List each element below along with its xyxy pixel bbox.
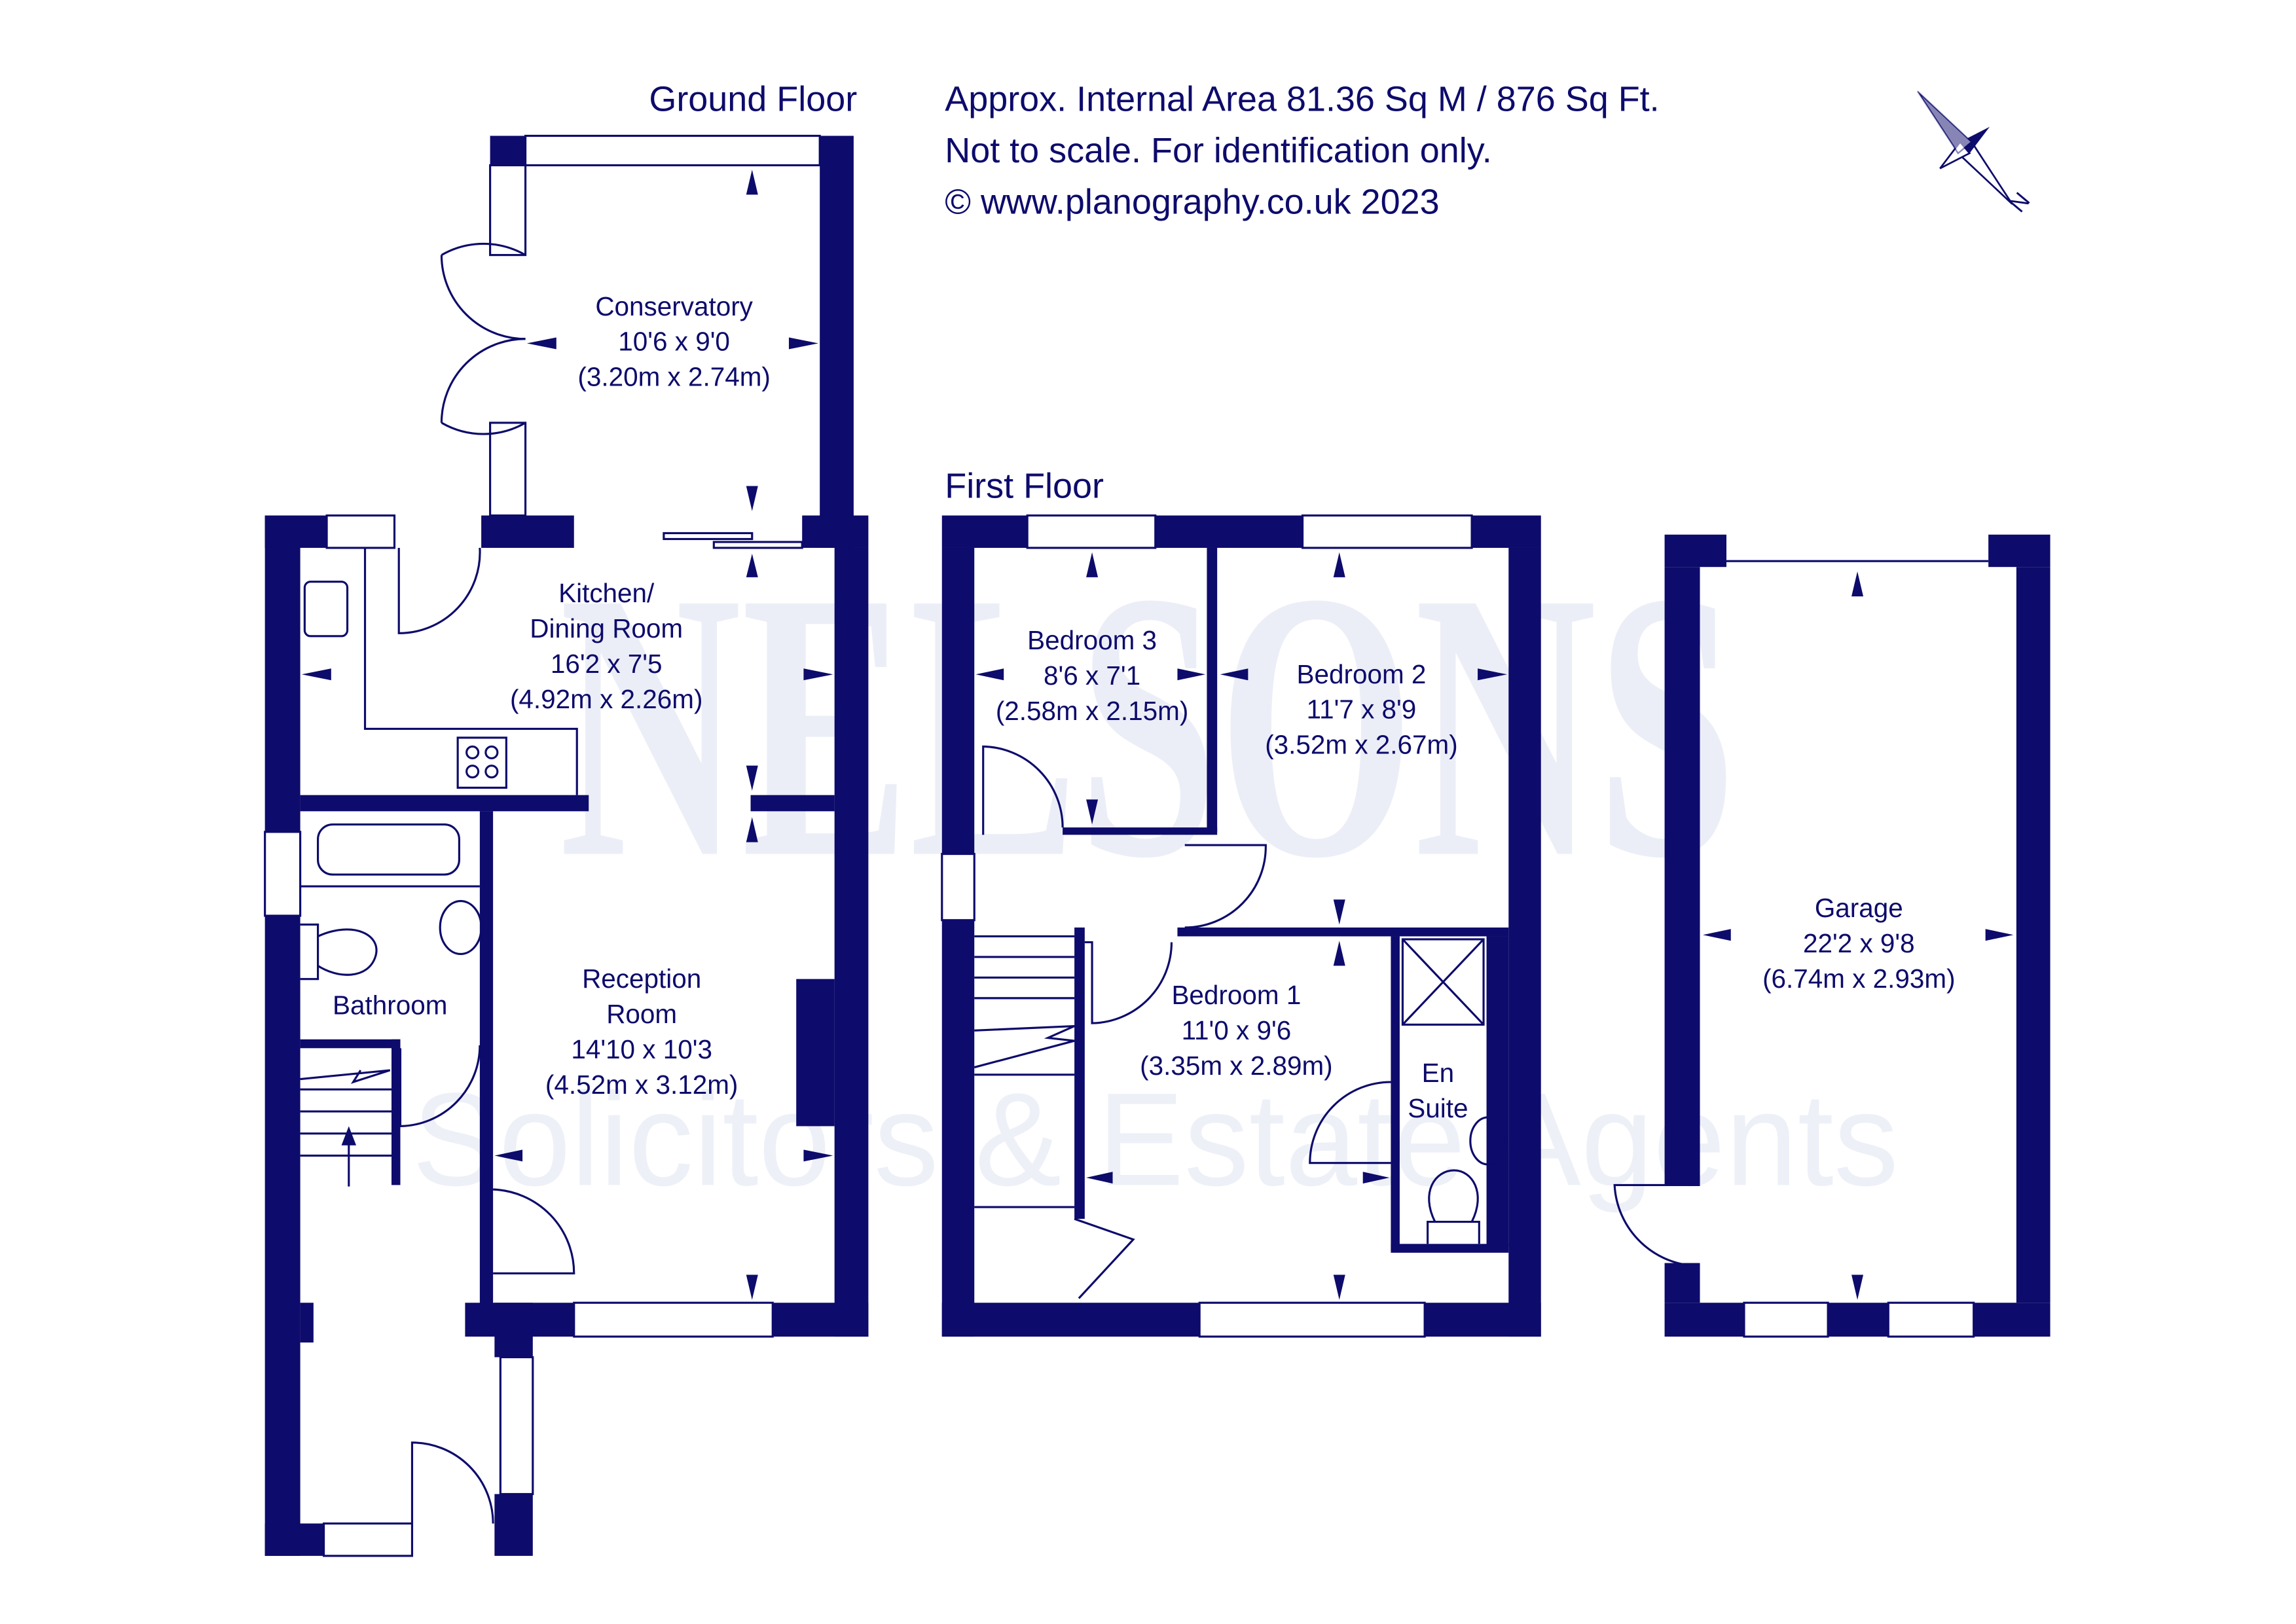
- room-name: Garage: [1815, 893, 1903, 923]
- room-conservatory: Conservatory 10'6 x 9'0 (3.20m x 2.74m): [577, 291, 771, 392]
- shower-icon: [1401, 938, 1485, 1026]
- stairs-icon: [974, 935, 1075, 1208]
- dimension-arrows: [301, 170, 2014, 1300]
- first-floor-fixtures: [974, 745, 1507, 1299]
- area-text: Approx. Internal Area 81.36 Sq M / 876 S…: [945, 79, 1659, 118]
- room-garage: Garage 22'2 x 9'8 (6.74m x 2.93m): [1762, 893, 1956, 994]
- room-name: Kitchen/: [558, 578, 655, 608]
- basin-icon: [439, 899, 483, 956]
- room-dimensions-imperial: 10'6 x 9'0: [618, 327, 730, 357]
- room-bedroom-2: Bedroom 2 11'7 x 8'9 (3.52m x 2.67m): [1265, 659, 1458, 760]
- room-dimensions-imperial: 16'2 x 7'5: [551, 649, 663, 679]
- room-dimensions-metric: (6.74m x 2.93m): [1762, 964, 1956, 994]
- room-dimensions-metric: (2.58m x 2.15m): [996, 696, 1189, 726]
- room-name: Bathroom: [333, 990, 447, 1020]
- basin-icon: [1469, 1116, 1507, 1166]
- room-dimensions-metric: (3.35m x 2.89m): [1140, 1051, 1333, 1081]
- watermark-tagline: Solicitors & Estate Agents: [412, 1065, 1899, 1213]
- copyright-text: © www.planography.co.uk 2023: [945, 183, 1439, 222]
- disclaimer-text: Not to scale. For identification only.: [945, 131, 1491, 170]
- room-dimensions-imperial: 11'7 x 8'9: [1307, 695, 1417, 725]
- room-dimensions-metric: (4.52m x 3.12m): [545, 1070, 738, 1100]
- compass-north-label: N: [2003, 187, 2035, 217]
- garage-walls: [1613, 534, 2050, 1338]
- room-name: Bedroom 2: [1297, 659, 1427, 689]
- room-kitchen: Kitchen/ Dining Room 16'2 x 7'5 (4.92m x…: [510, 578, 703, 714]
- room-dimensions-imperial: 22'2 x 9'8: [1803, 928, 1915, 958]
- room-name: Conservatory: [595, 291, 753, 321]
- first-floor-title: First Floor: [945, 467, 1104, 506]
- room-name: Bedroom 3: [1027, 625, 1157, 655]
- hob-icon: [456, 736, 507, 789]
- ground-floor-fixtures: [300, 242, 803, 1524]
- room-bathroom: Bathroom: [333, 990, 447, 1020]
- room-dimensions-imperial: 11'0 x 9'6: [1182, 1015, 1292, 1045]
- first-floor-walls: [941, 514, 1541, 1338]
- room-bedroom-3: Bedroom 3 8'6 x 7'1 (2.58m x 2.15m): [996, 625, 1189, 726]
- ground-floor-walls: [264, 134, 869, 1557]
- compass-icon: [1916, 90, 2013, 205]
- bath-icon: [317, 823, 460, 876]
- room-dimensions-metric: (4.92m x 2.26m): [510, 684, 703, 714]
- room-name: Suite: [1408, 1093, 1468, 1123]
- room-dimensions-metric: (3.20m x 2.74m): [577, 362, 771, 392]
- room-name: Reception: [582, 964, 701, 994]
- room-name: Bedroom 1: [1171, 980, 1301, 1010]
- toilet-icon: [300, 923, 378, 981]
- room-name: En: [1422, 1058, 1454, 1088]
- stairs-icon: [300, 1069, 392, 1187]
- room-dimensions-metric: (3.52m x 2.67m): [1265, 730, 1458, 760]
- room-bedroom-1: Bedroom 1 11'0 x 9'6 (3.35m x 2.89m): [1140, 980, 1333, 1081]
- room-dimensions-imperial: 14'10 x 10'3: [571, 1034, 712, 1064]
- room-name: Room: [606, 999, 677, 1029]
- room-reception: Reception Room 14'10 x 10'3 (4.52m x 3.1…: [545, 964, 738, 1100]
- room-name: Dining Room: [530, 613, 683, 643]
- room-dimensions-imperial: 8'6 x 7'1: [1044, 660, 1140, 691]
- ground-floor-title: Ground Floor: [649, 79, 857, 118]
- toilet-icon: [1427, 1169, 1480, 1244]
- room-en-suite: En Suite: [1408, 1058, 1468, 1123]
